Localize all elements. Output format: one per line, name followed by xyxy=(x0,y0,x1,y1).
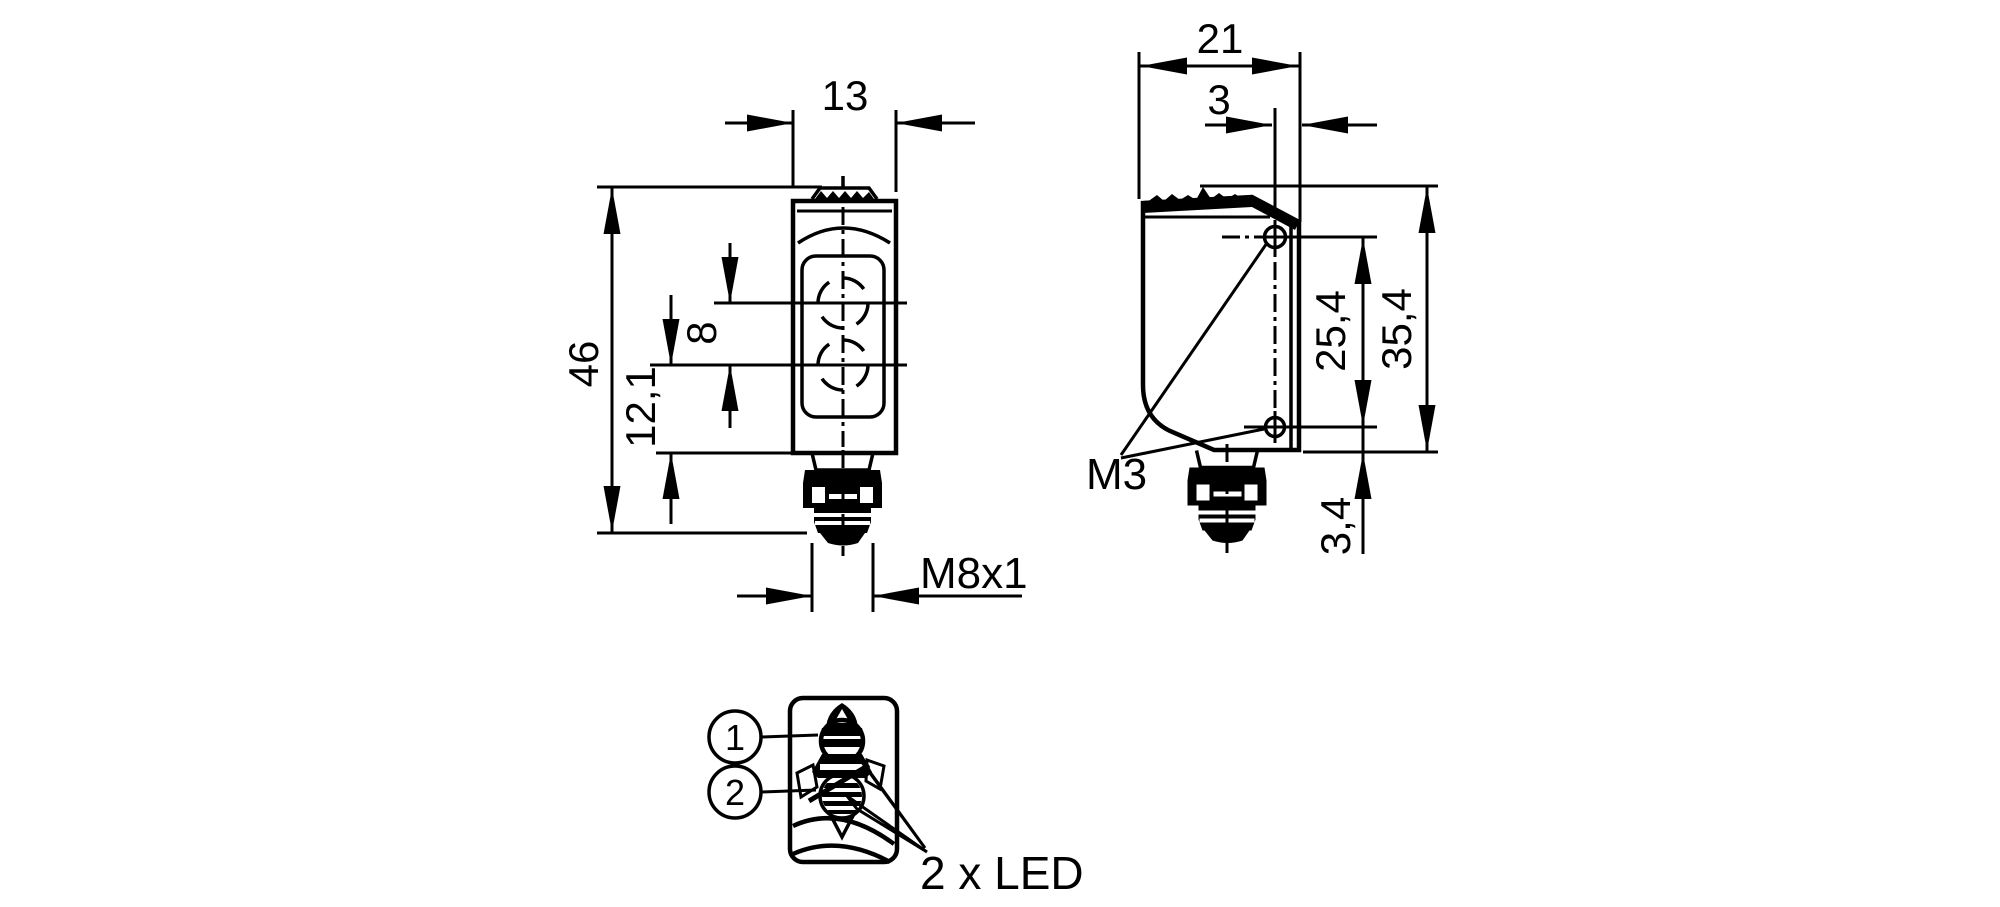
dim-hole-bottom-offset-label: 3,4 xyxy=(1312,497,1359,555)
top-diagonal-slot xyxy=(807,762,871,804)
dim-front-width: 13 xyxy=(725,72,975,192)
dim-axis-offset-label: 3 xyxy=(1207,76,1230,123)
dim-body-height-label: 35,4 xyxy=(1373,288,1420,370)
front-dimensions: 13 46 8 12,1 xyxy=(560,72,1028,612)
top-view: 1 2 2 x LED xyxy=(707,695,1084,899)
led-leader-2 xyxy=(845,794,928,854)
side-cap-serration xyxy=(1143,187,1299,230)
dim-hole-spacing-label: 25,4 xyxy=(1307,290,1354,372)
front-cap-serration xyxy=(815,191,874,199)
top-pot-band-2 xyxy=(820,739,864,747)
side-body xyxy=(1140,194,1302,453)
side-dimensions: 21 3 25,4 35,4 xyxy=(1137,15,1438,555)
side-screw-lower xyxy=(1259,411,1291,443)
dim-axis-offset: 3 xyxy=(1205,76,1377,134)
top-arc-2 xyxy=(792,843,892,864)
side-connector xyxy=(1187,450,1267,543)
dim-connector-thread-label: M8x1 xyxy=(920,549,1028,598)
led-leader-1 xyxy=(854,753,927,849)
callout-1-label: 1 xyxy=(725,717,745,758)
dim-side-depth: 21 xyxy=(1137,15,1302,222)
front-dome-arc xyxy=(797,226,891,245)
dim-hole-bottom-offset: 3,4 xyxy=(1312,427,1372,555)
callout-1: 1 xyxy=(707,709,819,765)
callout-2: 2 xyxy=(707,764,817,820)
callout-2-label: 2 xyxy=(725,772,745,813)
dim-connector-thread: M8x1 xyxy=(737,543,1028,612)
dim-front-width-label: 13 xyxy=(822,72,869,119)
dim-lens-spacing-label: 8 xyxy=(678,321,725,344)
top-pot-band-1 xyxy=(820,728,864,736)
top-view-body xyxy=(787,695,900,865)
dim-hole-spacing: 25,4 xyxy=(1287,235,1377,429)
dim-lens-offset: 12,1 xyxy=(617,295,795,524)
top-arc-1 xyxy=(792,815,896,846)
m3-leader-lower xyxy=(1120,427,1265,460)
led-label: 2 x LED xyxy=(920,847,1084,899)
dim-side-depth-label: 21 xyxy=(1197,15,1244,62)
dim-lens-spacing: 8 xyxy=(650,243,907,428)
m3-leader-upper xyxy=(1119,242,1269,456)
m3-label: M3 xyxy=(1086,450,1147,499)
top-wing-left xyxy=(795,762,819,800)
top-optics-roof-stripe xyxy=(820,764,864,770)
dim-lens-offset-label: 12,1 xyxy=(617,366,664,448)
side-view: M3 xyxy=(1086,108,1302,553)
dim-front-height: 46 xyxy=(560,185,822,535)
dim-front-height-label: 46 xyxy=(560,341,607,388)
dim-body-height: 35,4 xyxy=(1200,184,1438,454)
top-lens-triangle xyxy=(826,810,858,841)
